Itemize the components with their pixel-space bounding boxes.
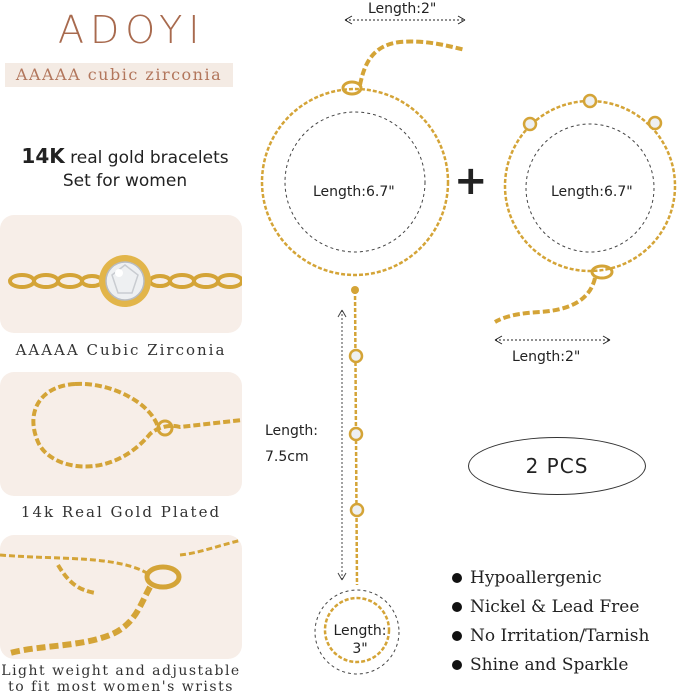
feature-item: Hypoallergenic bbox=[452, 565, 682, 591]
left-bracelet-dimension-circle bbox=[284, 111, 426, 253]
tagline: AAAAA cubic zirconia bbox=[15, 65, 223, 84]
feature-text: No Irritation/Tarnish bbox=[470, 626, 650, 646]
caption-zirconia: AAAAA Cubic Zirconia bbox=[15, 341, 227, 359]
left-bracelet-chain bbox=[260, 87, 450, 277]
feature-text: Hypoallergenic bbox=[470, 568, 602, 588]
thumbnail-gold-plated bbox=[0, 372, 242, 496]
quantity-badge: 2 PCS bbox=[468, 437, 646, 495]
top-clasp bbox=[341, 80, 363, 96]
brand-logo: ADOYI bbox=[58, 8, 206, 52]
headline-line2: Set for women bbox=[62, 171, 188, 191]
finger-ring bbox=[323, 596, 391, 664]
caption-adjustable-line2: to fit most women's wrists bbox=[8, 679, 234, 695]
label-finger-chain-line1: Length: bbox=[265, 423, 319, 439]
bullet-icon bbox=[452, 660, 462, 670]
zirconia-closeup-image bbox=[8, 255, 242, 307]
caption-gold-plated: 14k Real Gold Plated bbox=[20, 503, 222, 521]
bullet-icon bbox=[452, 602, 462, 612]
label-ring-line2: 3" bbox=[352, 641, 368, 657]
right-extender-chain bbox=[493, 277, 597, 324]
tagline-background bbox=[5, 63, 233, 87]
thumbnail-adjustable bbox=[0, 535, 242, 659]
caption-adjustable-line1: Light weight and adjustable bbox=[1, 663, 241, 679]
product-diagram bbox=[260, 15, 677, 675]
bullet-icon bbox=[452, 573, 462, 583]
top-extender-arrows bbox=[344, 15, 466, 25]
right-bracelet-stones bbox=[522, 93, 663, 132]
finger-chain-arrows bbox=[337, 309, 347, 581]
clasp-extender-image bbox=[0, 538, 242, 656]
finger-chain-stones bbox=[348, 348, 365, 518]
caption-adjustable: Light weight and adjustable to fit most … bbox=[0, 663, 242, 695]
label-finger-chain-length: Length: 7.5cm bbox=[265, 418, 318, 470]
headline: 14K real gold bracelets Set for women bbox=[0, 145, 250, 193]
label-top-extender-length: Length:2" bbox=[368, 1, 437, 17]
finger-chain-connector bbox=[351, 286, 359, 294]
right-extender-arrows bbox=[494, 335, 611, 345]
feature-item: No Irritation/Tarnish bbox=[452, 623, 682, 649]
label-right-bracelet-length: Length:6.7" bbox=[551, 184, 633, 200]
feature-item: Shine and Sparkle bbox=[452, 652, 682, 678]
ring-dimension-circle bbox=[314, 589, 400, 675]
quantity-text: 2 PCS bbox=[525, 454, 589, 478]
right-clasp bbox=[590, 264, 614, 280]
label-finger-chain-line2: 7.5cm bbox=[265, 449, 309, 465]
thumbnail-zirconia bbox=[0, 215, 242, 333]
label-right-extender-length: Length:2" bbox=[512, 349, 581, 365]
bullet-icon bbox=[452, 631, 462, 641]
gold-chain-image bbox=[31, 381, 242, 469]
top-extender-chain bbox=[358, 39, 466, 86]
label-ring-length: Length: 3" bbox=[330, 622, 390, 658]
headline-rest: real gold bracelets bbox=[64, 148, 229, 168]
feature-text: Nickel & Lead Free bbox=[470, 597, 640, 617]
plus-sign: + bbox=[454, 158, 488, 204]
label-ring-line1: Length: bbox=[333, 623, 387, 639]
right-bracelet-dimension-circle bbox=[525, 123, 655, 253]
feature-item: Nickel & Lead Free bbox=[452, 594, 682, 620]
headline-bold: 14K bbox=[21, 144, 65, 168]
label-left-bracelet-length: Length:6.7" bbox=[313, 184, 395, 200]
feature-text: Shine and Sparkle bbox=[470, 655, 629, 675]
